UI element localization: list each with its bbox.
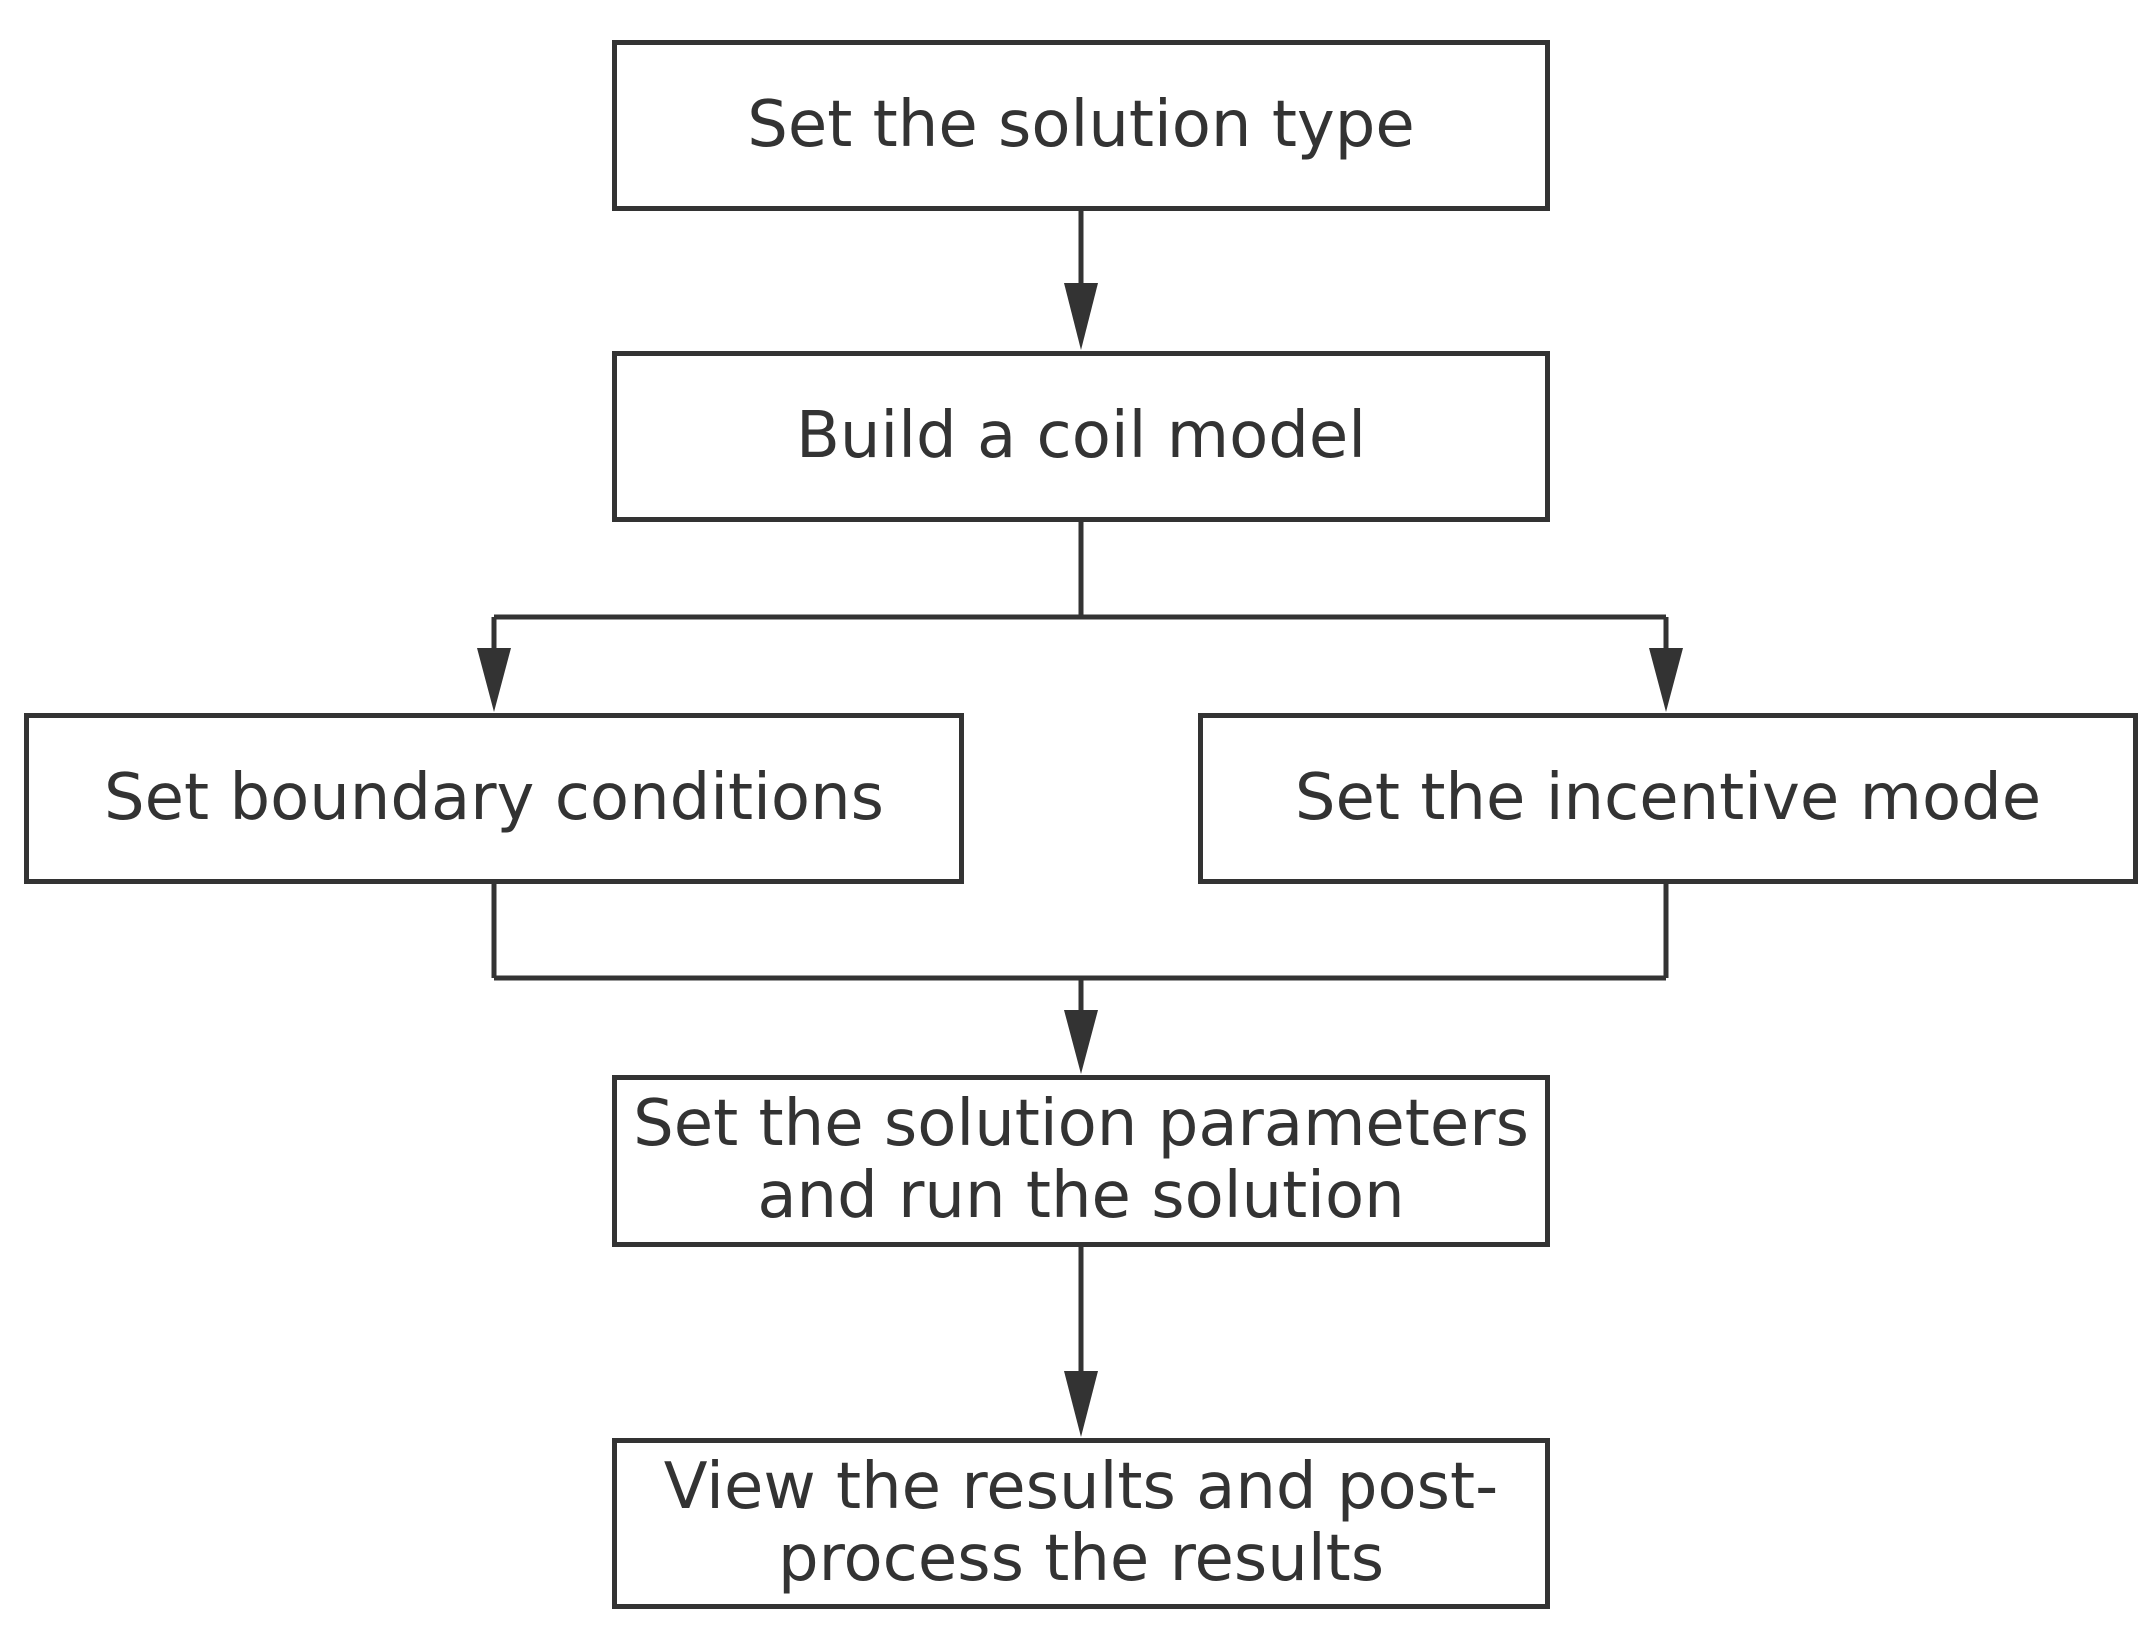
step-label: Set the solution type (747, 87, 1415, 162)
step-label-line-2: process the results (777, 1521, 1385, 1596)
step-set-incentive-mode: Set the incentive mode (1198, 713, 2138, 884)
step-set-boundary-conditions: Set boundary conditions (24, 713, 964, 884)
step-view-results: View the results and post- process the r… (612, 1438, 1550, 1609)
arrowhead-to-step-2 (1064, 283, 1098, 350)
step-label-line-2: and run the solution (757, 1159, 1405, 1233)
arrowhead-to-step-4 (1649, 648, 1683, 712)
step-label-line-1: View the results and post- (663, 1449, 1499, 1524)
step-build-coil-model: Build a coil model (612, 351, 1550, 522)
step-label: Set boundary conditions (104, 760, 884, 835)
step-set-solution-parameters: Set the solution parameters and run the … (612, 1075, 1550, 1247)
step-label: Build a coil model (795, 398, 1367, 473)
arrowhead-to-step-6 (1064, 1371, 1098, 1437)
step-label-line-1: Set the solution parameters (633, 1087, 1529, 1162)
step-set-solution-type: Set the solution type (612, 40, 1550, 211)
step-label: Set the incentive mode (1294, 760, 2042, 835)
arrowhead-to-step-5 (1064, 1010, 1098, 1074)
arrowhead-to-step-3 (477, 648, 511, 712)
